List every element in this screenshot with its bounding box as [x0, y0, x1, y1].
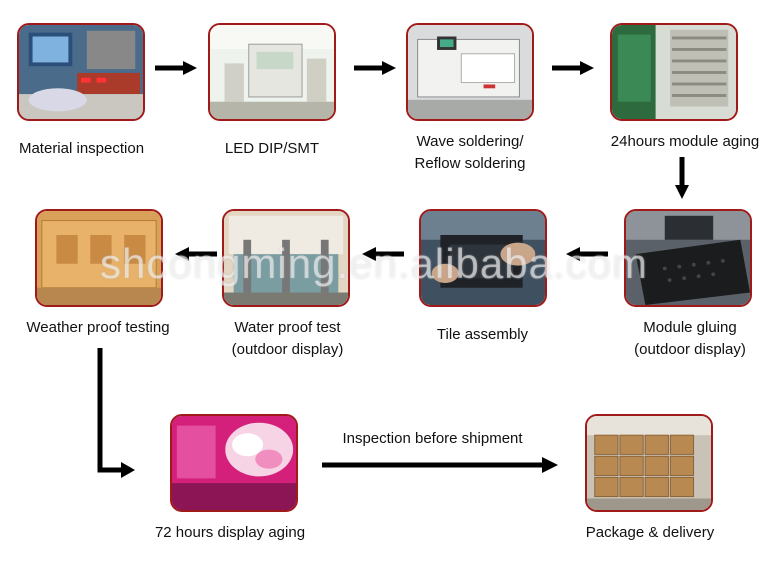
weather-proof-testing-photo — [35, 209, 163, 307]
arrow-left-2 — [362, 247, 404, 261]
led-dip-smt-photo — [208, 23, 336, 121]
package-delivery-photo — [585, 414, 713, 512]
step-caption-wave-soldering: Wave soldering/ Reflow soldering — [414, 133, 526, 172]
step-caption-module-aging: 24hours module aging — [610, 133, 760, 150]
arrow-right-1 — [155, 61, 197, 75]
step-caption-package-delivery: Package & delivery — [585, 524, 715, 541]
arrow-left-1 — [175, 247, 217, 261]
step-caption-led-dip-smt: LED DIP/SMT — [224, 140, 320, 157]
display-aging-photo — [170, 414, 298, 512]
arrow-down-1 — [675, 157, 689, 199]
step-caption-water-proof-test: Water proof test (outdoor display) — [231, 319, 344, 358]
step-caption-material-inspection: Material inspection — [18, 140, 145, 157]
step-caption-tile-assembly: Tile assembly — [436, 326, 529, 343]
module-gluing-photo — [624, 209, 752, 307]
step-caption-weather-proof-testing: Weather proof testing — [26, 319, 170, 336]
arrow-right-3 — [552, 61, 594, 75]
tile-assembly-photo — [419, 209, 547, 307]
arrow-elbow — [97, 348, 135, 478]
wave-soldering-photo — [406, 23, 534, 121]
arrow-right-2 — [354, 61, 396, 75]
step-caption-module-gluing: Module gluing (outdoor display) — [634, 319, 746, 358]
material-inspection-photo — [17, 23, 145, 121]
module-aging-photo — [610, 23, 738, 121]
arrow-shipment — [322, 457, 558, 473]
shipment-connector-label: Inspection before shipment — [342, 430, 523, 447]
step-caption-display-aging: 72 hours display aging — [154, 524, 306, 541]
water-proof-test-photo — [222, 209, 350, 307]
arrow-left-3 — [566, 247, 608, 261]
